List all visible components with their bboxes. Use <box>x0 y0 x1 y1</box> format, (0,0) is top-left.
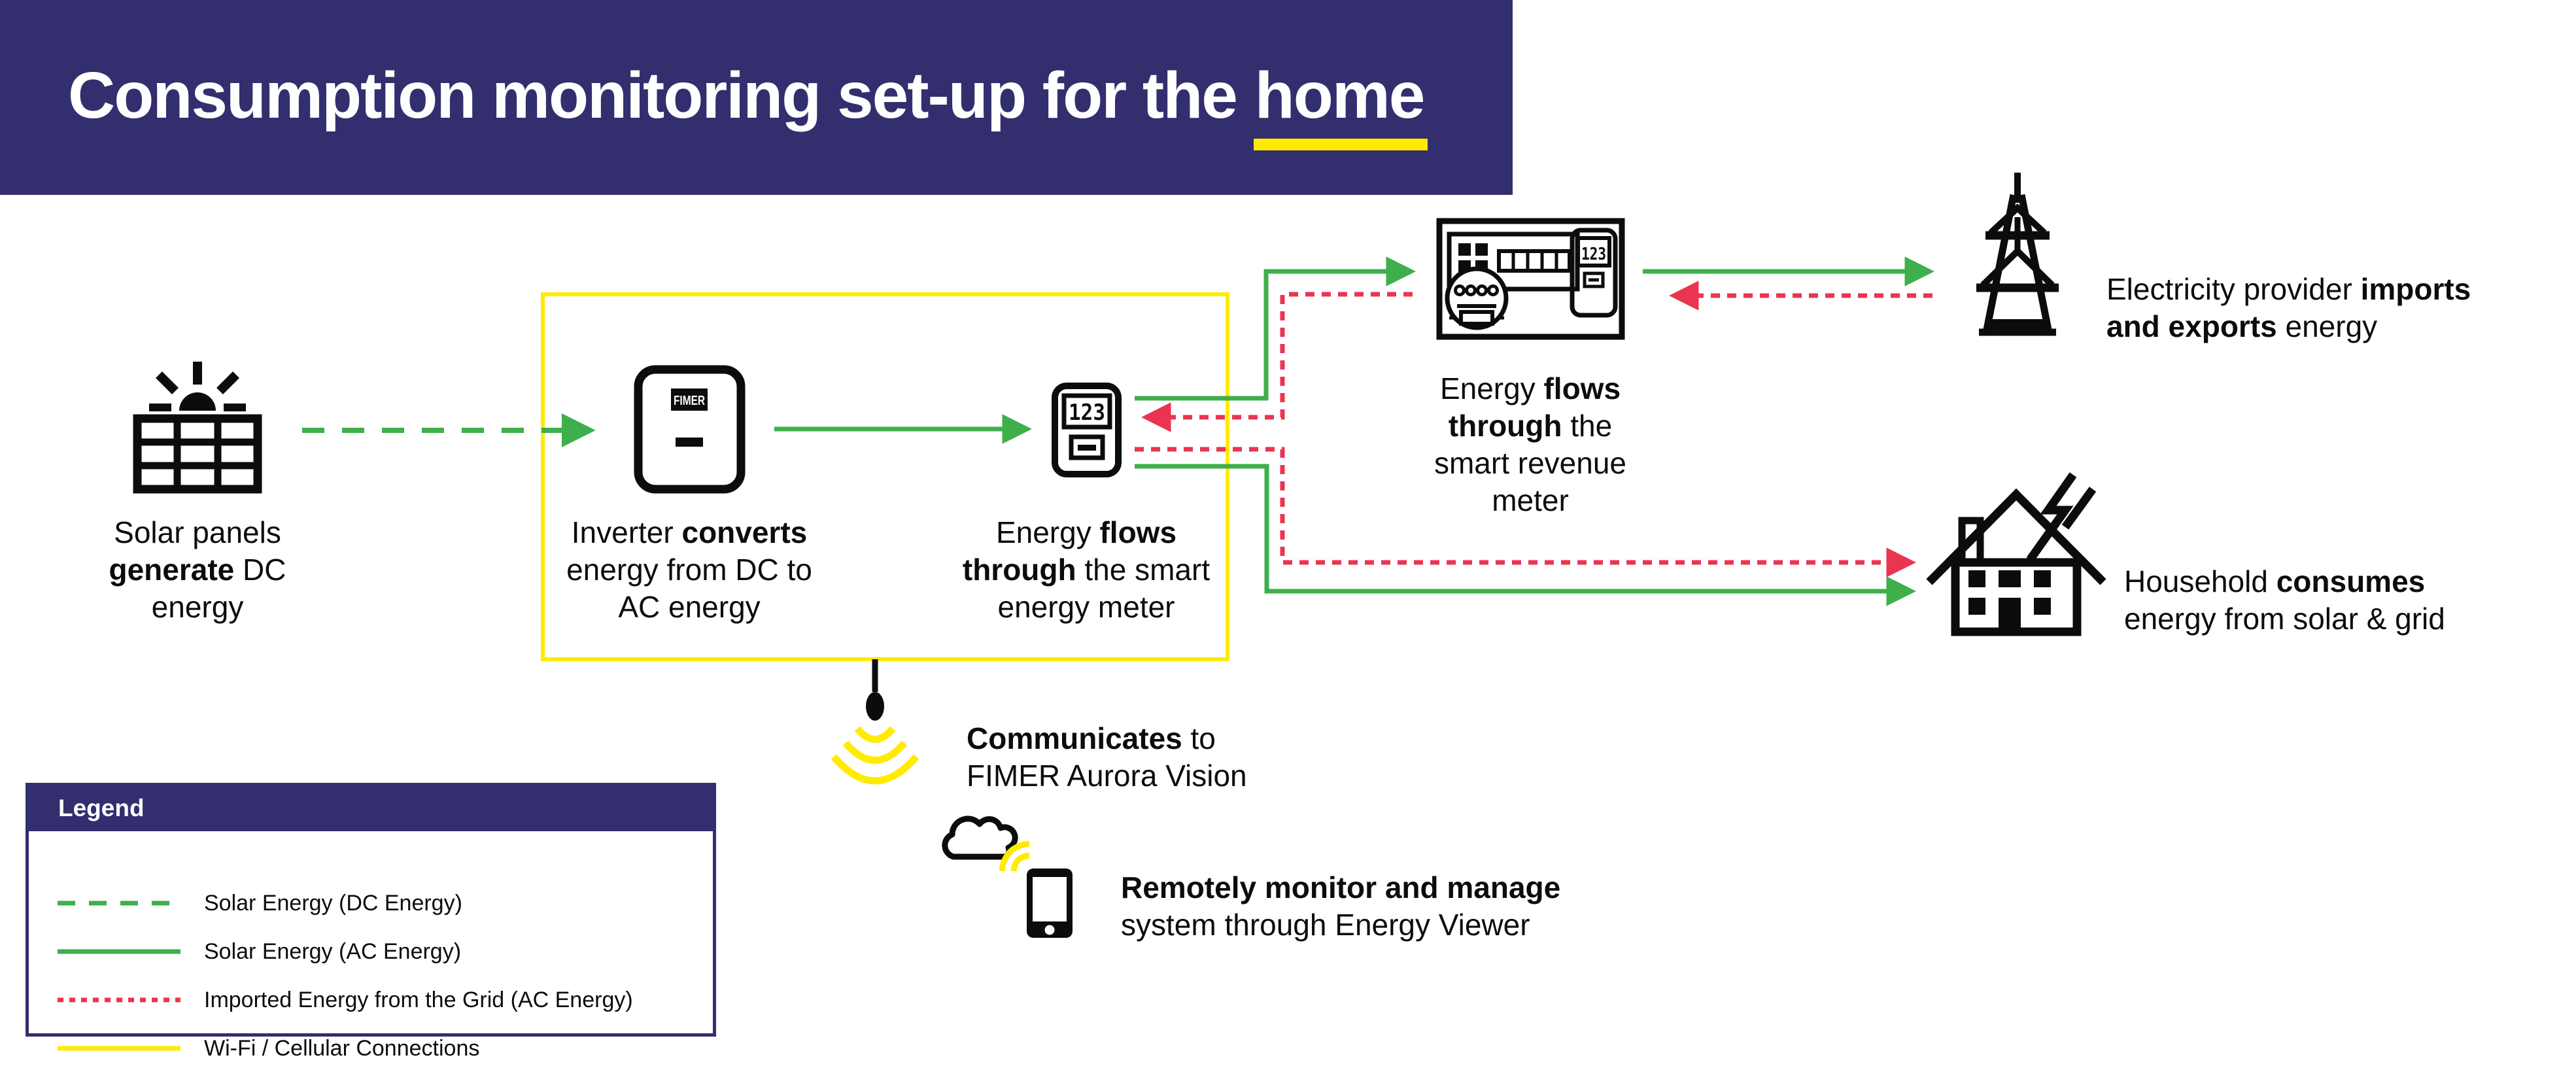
solar-panel-icon <box>133 362 262 494</box>
caption-line: smart revenue <box>1434 446 1626 480</box>
ac-meter-to-house-line <box>1135 464 1916 606</box>
caption-line: system through Energy Viewer <box>1121 908 1530 942</box>
header-band <box>0 0 1513 195</box>
revenue-meter-display: 123 <box>1581 245 1606 264</box>
caption-line: FIMER Aurora Vision <box>967 759 1247 793</box>
caption-line: Remotely monitor and manage <box>1121 870 1561 904</box>
caption-line: generate DC <box>109 553 286 587</box>
revenue-meter-icon: 123 <box>1436 218 1625 340</box>
import-meter-to-house-line <box>1135 447 1916 577</box>
solid-yellow-line-icon <box>58 1046 180 1051</box>
caption-remote-monitor: Remotely monitor and manage system throu… <box>1121 869 1657 944</box>
caption-line: energy meter <box>997 590 1175 624</box>
caption-line: energy from solar & grid <box>2124 602 2445 636</box>
caption-line: Household consumes <box>2124 564 2426 598</box>
caption-line: energy from DC to <box>566 553 812 587</box>
house-icon <box>1926 472 2106 636</box>
legend-label: Solar Energy (AC Energy) <box>204 939 462 964</box>
inverter-icon: FIMER <box>634 365 746 494</box>
legend-title: Legend <box>28 785 713 831</box>
antenna-icon <box>831 659 919 785</box>
dashed-green-line-icon <box>58 901 180 906</box>
caption-energy-meter: Energy flows through the smart energy me… <box>949 514 1224 626</box>
caption-line: through the <box>1448 409 1613 443</box>
legend-label: Imported Energy from the Grid (AC Energy… <box>204 988 633 1012</box>
caption-inverter: Inverter converts energy from DC to AC e… <box>545 514 833 626</box>
caption-household: Household consumes energy from solar & g… <box>2124 563 2556 638</box>
page-title-text: Consumption monitoring set-up for the <box>68 59 1254 132</box>
caption-line: Solar panels <box>114 515 281 549</box>
solid-green-line-icon <box>58 949 180 954</box>
cloud-icon <box>942 816 1018 860</box>
page-title: Consumption monitoring set-up for the ho… <box>68 59 1428 150</box>
energy-meter-icon: 123 <box>1052 383 1122 477</box>
caption-line: energy <box>151 590 244 624</box>
caption-solar-panels: Solar panels generate DC energy <box>86 514 309 626</box>
energy-meter-display: 123 <box>1069 400 1105 426</box>
caption-line: AC energy <box>618 590 761 624</box>
caption-line: Electricity provider imports <box>2106 272 2471 306</box>
wifi-zone-frame <box>541 292 1229 661</box>
caption-line: meter <box>1492 483 1569 517</box>
caption-revenue-meter: Energy flows through the smart revenue m… <box>1419 370 1641 519</box>
caption-line: Inverter converts <box>571 515 808 549</box>
caption-line: Energy flows <box>995 515 1177 549</box>
legend-label: Solar Energy (DC Energy) <box>204 891 462 916</box>
lightning-bolt-icon <box>2026 472 2097 562</box>
ac-meter-to-revenue-line <box>1135 256 1416 401</box>
inverter-brand-label: FIMER <box>674 394 705 408</box>
dotted-red-line-icon <box>58 997 180 1003</box>
legend-box: Legend Solar Energy (DC Energy) Solar En… <box>26 783 716 1061</box>
caption-line: Energy flows <box>1439 371 1621 405</box>
caption-communicates: Communicates to FIMER Aurora Vision <box>967 720 1333 795</box>
caption-electricity-provider: Electricity provider imports and exports… <box>2106 271 2538 345</box>
page-title-highlight-underlined: home <box>1253 59 1428 150</box>
caption-line: Communicates to <box>967 721 1216 755</box>
pylon-icon <box>1976 173 2059 336</box>
caption-line: through the smart <box>962 553 1211 587</box>
legend-label: Wi-Fi / Cellular Connections <box>204 1036 480 1061</box>
phone-icon <box>999 840 1073 938</box>
caption-line: and exports energy <box>2106 309 2378 343</box>
